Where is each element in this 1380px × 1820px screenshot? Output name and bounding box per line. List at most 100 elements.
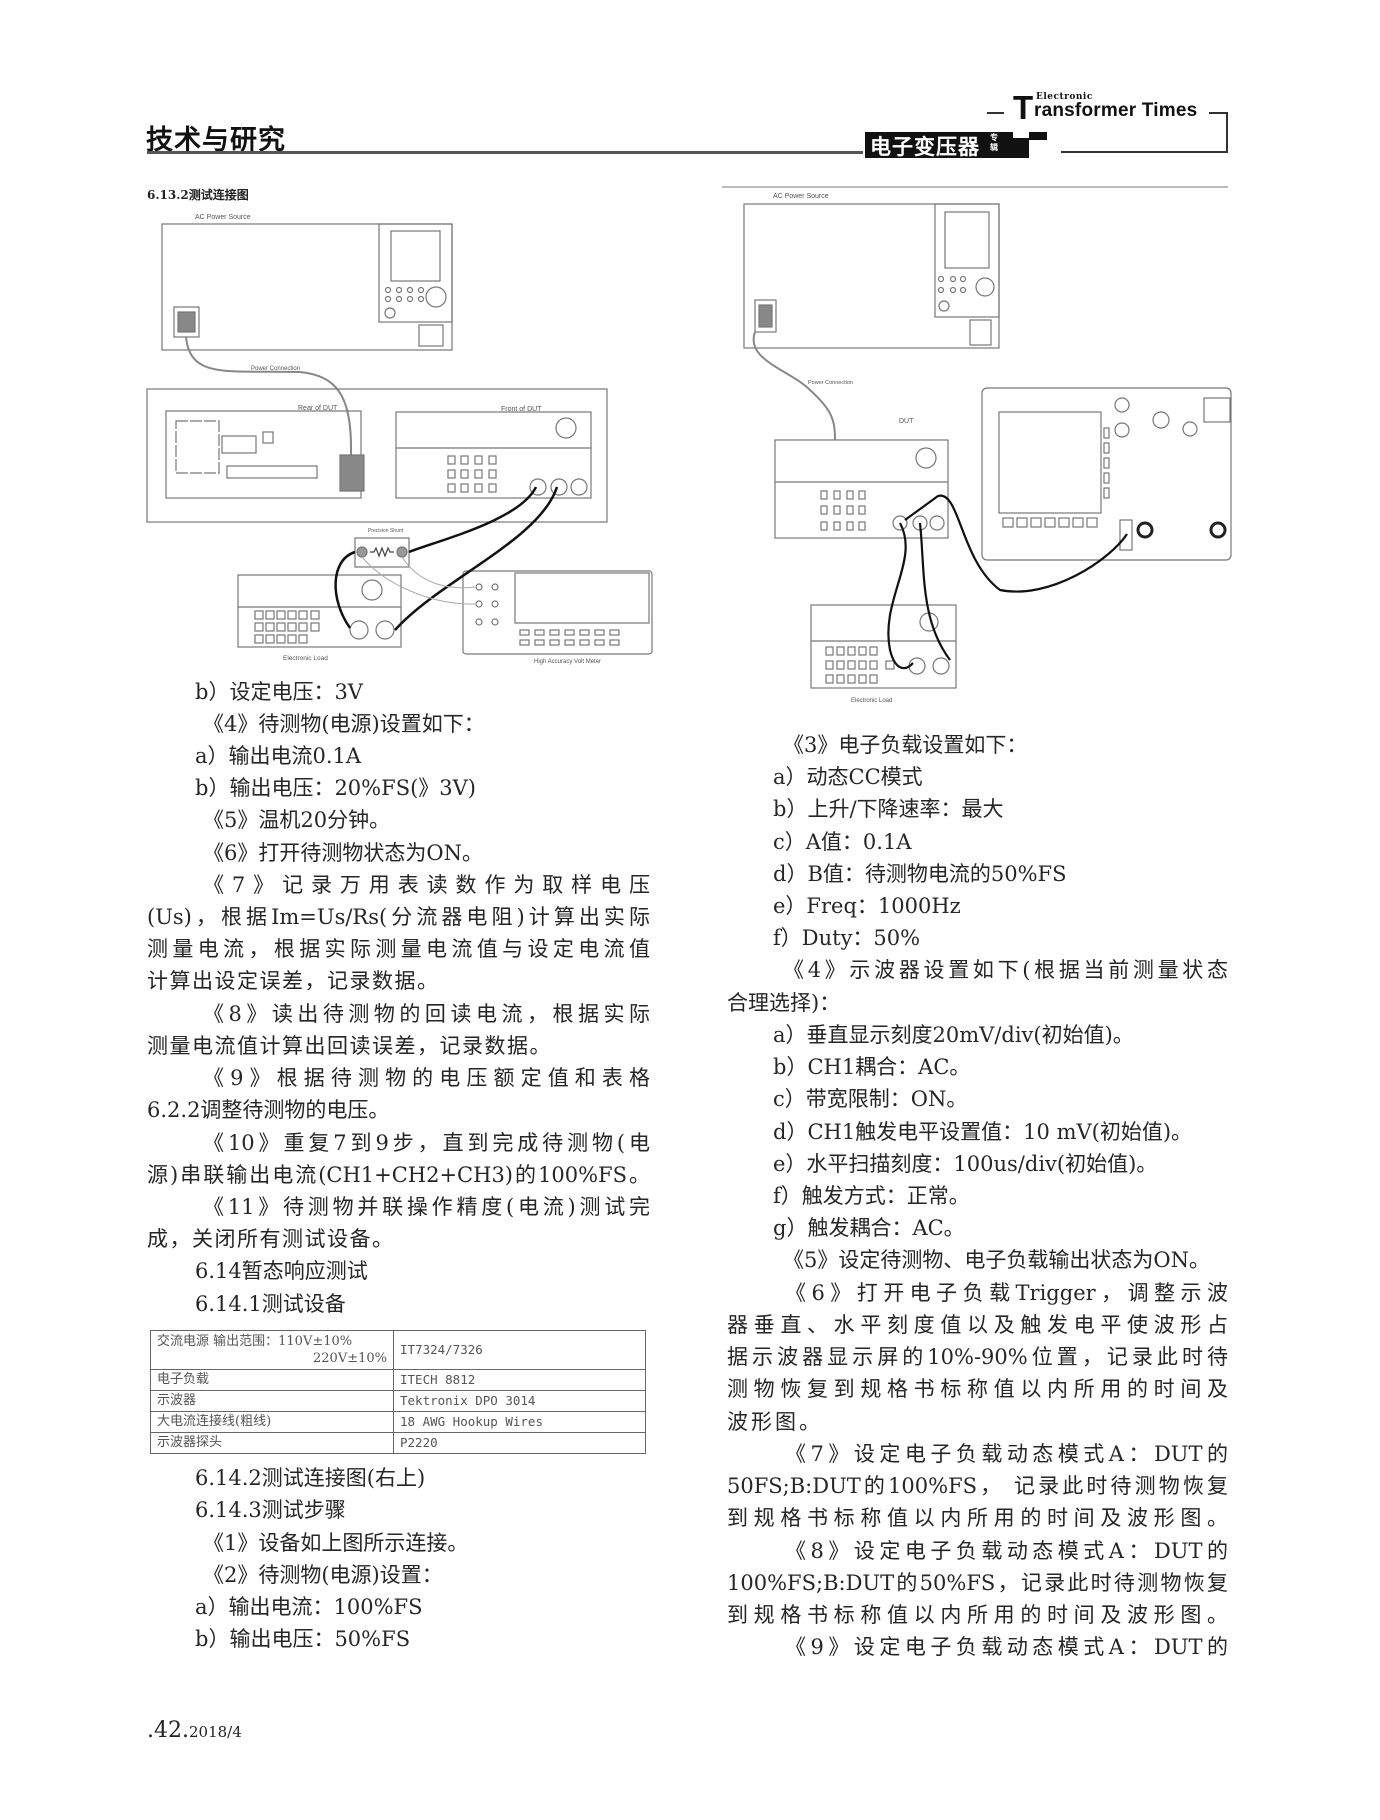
issue-date: 2018/4: [188, 1723, 242, 1741]
equipment-table: 交流电源 输出范围：110V±10% 220V±10% IT7324/7326 …: [150, 1330, 646, 1454]
journal-name-en-small: Electronic: [1036, 92, 1093, 102]
subsection-heading: 6.14暂态响应测试: [195, 1259, 368, 1283]
test-leads-right: [887, 494, 1128, 670]
text-line: a）输出电流：100%FS: [195, 1595, 423, 1619]
header-bracket-vertical: [1226, 112, 1228, 153]
cell-text: 交流电源 输出范围：110V±10%: [157, 1334, 353, 1349]
page-footer: .42.2018/4: [147, 1718, 242, 1743]
volt-meter: [462, 570, 653, 655]
text-line: 《3》电子负载设置如下：: [783, 733, 1028, 757]
table-row: 交流电源 输出范围：110V±10% 220V±10% IT7324/7326: [150, 1330, 646, 1370]
table-cell-item: 示波器探头: [150, 1432, 394, 1454]
oscilloscope: [981, 387, 1232, 561]
header-dash-left: [987, 112, 1004, 114]
text-line: f）Duty：50%: [773, 926, 921, 950]
text-line: 《1》设备如上图所示连接。: [203, 1531, 469, 1555]
text-line: b）上升/下降速率：最大: [773, 797, 1004, 821]
electronic-load: [237, 574, 402, 648]
text-line: 50FS;B:DUT的100%FS， 记录此时待测物恢复: [727, 1474, 1228, 1498]
text-line: 成，关闭所有测试设备。: [147, 1227, 395, 1251]
logo-step-1: [1013, 138, 1029, 158]
label-front-of-dut: Front of DUT: [501, 406, 542, 413]
cell-text: 220V±10%: [313, 1351, 387, 1366]
table-cell-model: IT7324/7326: [393, 1330, 646, 1370]
text-line: 100%FS;B:DUT的50%FS，记录此时待测物恢复: [727, 1571, 1228, 1595]
table-row: 示波器探头 P2220: [150, 1432, 646, 1454]
text-line: 《7》记录万用表读数作为取样电压: [203, 873, 650, 897]
dut-assembly: [146, 388, 608, 523]
right-column-top-rule: [722, 186, 1228, 188]
table-row: 示波器 Tektronix DPO 3014: [150, 1390, 646, 1412]
electronic-load-right: [810, 604, 957, 689]
text-line: 《6》打开电子负载Trigger，调整示波: [785, 1281, 1228, 1305]
label-power-connection: Power Connection: [251, 366, 300, 372]
dut-right: [774, 439, 949, 539]
table-row: 电子负载 ITECH 8812: [150, 1369, 646, 1391]
text-line: e）水平扫描刻度：100us/div(初始值)。: [773, 1152, 1158, 1176]
text-line: 《8》读出待测物的回读电流，根据实际: [203, 1002, 650, 1026]
table-cell-model: 18 AWG Hookup Wires: [393, 1411, 646, 1433]
text-line: 《11》待测物并联操作精度(电流)测试完: [203, 1195, 650, 1219]
text-line: (Us)，根据Im=Us/Rs(分流器电阻)计算出实际: [147, 905, 650, 929]
text-line: 器垂直、水平刻度值以及触发电平使波形占: [727, 1313, 1228, 1337]
test-leads: [334, 486, 559, 631]
journal-name-cn-small: 专辑: [990, 133, 998, 152]
header-dash-right: [1209, 112, 1228, 114]
journal-name-en: ransformer Times: [1034, 100, 1198, 121]
text-line: a）输出电流0.1A: [195, 744, 362, 768]
text-line: 《9》设定电子负载动态模式A：DUT的: [785, 1635, 1228, 1659]
label-volt-meter: High Accuracy Volt Meter: [534, 659, 601, 665]
text-line: 《2》待测物(电源)设置：: [203, 1563, 443, 1587]
label-power-connection-right: Power Connection: [808, 380, 853, 386]
ac-power-source-right: [743, 203, 1000, 349]
text-line: 到规格书标称值以内所用的时间及波形图。: [727, 1506, 1228, 1530]
text-line: e）Freq：1000Hz: [773, 894, 961, 918]
journal-name-cn: 电子变压器: [870, 135, 980, 159]
subsection-heading: 6.14.1测试设备: [195, 1292, 346, 1316]
power-cable-right: [752, 331, 836, 441]
header-rule: [147, 151, 863, 154]
text-line: 波形图。: [727, 1410, 823, 1434]
text-line: 源)串联输出电流(CH1+CH2+CH3)的100%FS。: [147, 1163, 650, 1187]
subsection-heading: 6.14.2测试连接图(右上): [195, 1466, 426, 1490]
text-line: 到规格书标称值以内所用的时间及波形图。: [727, 1603, 1228, 1627]
table-cell-item: 大电流连接线(粗线): [150, 1411, 394, 1433]
figure-caption: 6.13.2测试连接图: [147, 188, 249, 202]
text-line: b）CH1耦合：AC。: [773, 1055, 971, 1079]
text-line: c）带宽限制：ON。: [773, 1087, 968, 1111]
text-line: 6.2.2调整待测物的电压。: [147, 1098, 390, 1122]
label-ac-power-source: AC Power Source: [195, 214, 251, 221]
sense-leads: [361, 556, 476, 605]
table-row: 大电流连接线(粗线) 18 AWG Hookup Wires: [150, 1411, 646, 1433]
table-cell-item: 示波器: [150, 1390, 394, 1412]
text-line: d）CH1触发电平设置值：10 mV(初始值)。: [773, 1120, 1193, 1144]
text-line: 《5》温机20分钟。: [203, 808, 391, 832]
table-cell-model: P2220: [393, 1432, 646, 1454]
page-number: .42.: [147, 1718, 189, 1743]
text-line: 《4》示波器设置如下(根据当前测量状态: [783, 958, 1228, 982]
text-line: 合理选择)：: [727, 991, 841, 1015]
text-line: 《5》设定待测物、电子负载输出状态为ON。: [783, 1248, 1210, 1272]
text-line: 测量电流，根据实际测量电流值与设定电流值: [147, 937, 650, 961]
text-line: b）输出电压：20%FS(》3V): [195, 776, 476, 800]
label-electronic-load: Electronic Load: [283, 655, 328, 662]
journal-logo-block: [865, 132, 1013, 158]
text-line: a）动态CC模式: [773, 765, 923, 789]
text-line: g）触发耦合：AC。: [773, 1216, 965, 1240]
text-line: 据示波器显示屏的10%-90%位置，记录此时待: [727, 1345, 1228, 1369]
text-line: d）B值：待测物电流的50%FS: [773, 862, 1067, 886]
table-cell-model: ITECH 8812: [393, 1369, 646, 1391]
text-line: 《8》设定电子负载动态模式A：DUT的: [785, 1539, 1228, 1563]
text-line: 《4》待测物(电源)设置如下：: [203, 712, 485, 736]
table-cell-model: Tektronix DPO 3014: [393, 1390, 646, 1412]
text-line: 计算出设定误差，记录数据。: [147, 969, 440, 993]
text-line: 《7》设定电子负载动态模式A：DUT的: [785, 1442, 1228, 1466]
text-line: a）垂直显示刻度20mV/div(初始值)。: [773, 1023, 1134, 1047]
label-ac-power-source-right: AC Power Source: [773, 193, 829, 200]
text-line: 测物恢复到规格书标称值以内所用的时间及: [727, 1377, 1228, 1401]
text-line: 《6》打开待测物状态为ON。: [203, 841, 483, 865]
text-line: f）触发方式：正常。: [773, 1184, 970, 1208]
section-title: 技术与研究: [146, 125, 286, 156]
text-line: 《9》根据待测物的电压额定值和表格: [203, 1066, 650, 1090]
header-bracket-bottom: [1061, 151, 1228, 153]
